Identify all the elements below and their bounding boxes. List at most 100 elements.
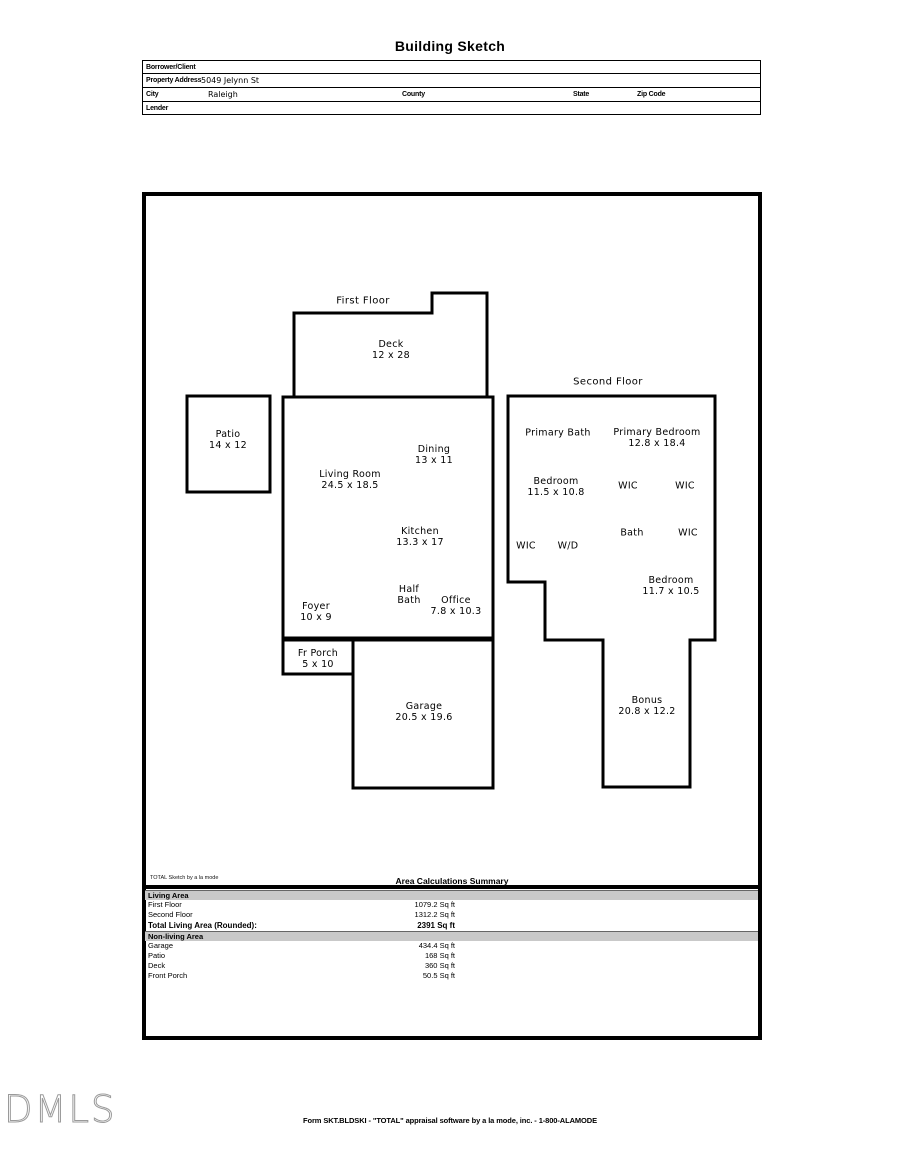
table-row-patio: Patio 168 Sq ft [145,951,758,961]
state-label: State [573,91,590,98]
room-dims: 20.5 x 19.6 [395,712,453,723]
lender-label: Lender [146,105,169,112]
room-name-line2: Bath [397,595,421,606]
table-row-deck: Deck 360 Sq ft [145,961,758,971]
room-label-bonus: Bonus 20.8 x 12.2 [618,695,675,717]
room-name: Living Room [319,469,381,480]
room-name: Half [398,584,420,595]
room-dims: 5 x 10 [302,659,334,670]
row-value: 1312.2 Sq ft [414,910,455,919]
row-label: Front Porch [148,971,188,980]
area-calculations-title: Area Calculations Summary [395,876,509,886]
room-name: WIC [516,540,536,552]
room-name: Bath [620,527,644,539]
table-row-front-porch: Front Porch 50.5 Sq ft [145,971,758,981]
row-label: First Floor [148,900,182,909]
room-dims: 13.3 x 17 [396,537,444,548]
second-floor-section-label: Second Floor [573,376,643,388]
borrower-label: Borrower/Client [146,64,196,71]
room-name: Kitchen [401,526,439,537]
room-name: Fr Porch [297,648,339,659]
room-label-office: Office 7.8 x 10.3 [431,595,482,617]
row-value: 2391 Sq ft [417,921,455,930]
table-row-second-floor: Second Floor 1312.2 Sq ft [145,910,758,920]
room-name: Foyer [302,601,330,612]
room-name: Office [441,595,471,606]
room-name: W/D [557,540,579,552]
room-label-foyer: Foyer 10 x 9 [300,601,332,623]
room-dims: 12 x 28 [372,350,410,361]
room-name: Bedroom [533,476,579,487]
room-dims: 12.8 x 18.4 [628,438,686,449]
row-value: 50.5 Sq ft [422,971,455,980]
room-name: Dining [417,444,451,455]
city-value: Raleigh [208,90,238,99]
room-dims: 24.5 x 18.5 [321,480,379,491]
room-label-wic-1: WIC [618,481,638,492]
county-label: County [402,91,425,98]
form-row-borrower: Borrower/Client [143,61,760,74]
property-address-label: Property Address [146,77,202,84]
room-dims: 13 x 11 [415,455,453,466]
room-name: Primary Bath [525,427,591,439]
room-name: WIC [618,480,638,492]
room-label-wic-4: WIC [516,541,536,552]
room-label-wic-3: WIC [678,528,698,539]
room-name: Deck [378,339,404,350]
row-value: 360 Sq ft [424,961,455,970]
city-label: City [146,91,159,98]
room-name: Bedroom [648,575,694,586]
room-name: WIC [678,527,698,539]
area-calculations-table: Living Area First Floor 1079.2 Sq ft Sec… [145,890,758,981]
row-value: 1079.2 Sq ft [414,900,455,909]
room-name: WIC [675,480,695,492]
form-row-lender: Lender [143,102,760,114]
room-dims: 20.8 x 12.2 [618,706,676,717]
room-label-dining: Dining 13 x 11 [415,444,453,466]
form-row-address: Property Address 5049 Jelynn St [143,74,760,88]
row-value: 434.4 Sq ft [418,941,455,950]
table-row-total-living-area: Total Living Area (Rounded): 2391 Sq ft [145,920,758,931]
room-dims: 10 x 9 [300,612,332,623]
form-footer-text: Form SKT.BLDSKI - "TOTAL" appraisal soft… [303,1116,597,1125]
room-dims: 11.5 x 10.8 [527,487,585,498]
room-label-living-room: Living Room 24.5 x 18.5 [319,469,381,491]
room-name: Patio [215,429,241,440]
room-name: Garage [405,701,443,712]
zip-code-label: Zip Code [637,91,666,98]
room-name: Bonus [631,695,663,706]
room-label-bedroom-2: Bedroom 11.7 x 10.5 [642,575,699,597]
room-label-deck: Deck 12 x 28 [372,339,410,361]
row-label: Patio [148,951,166,960]
row-label: Garage [148,941,174,950]
room-label-bath: Bath [620,528,643,539]
sketch-software-note: TOTAL Sketch by a la mode [150,875,219,881]
room-label-fr-porch: Fr Porch 5 x 10 [298,648,338,670]
nonliving-area-header: Non-living Area [145,931,758,941]
table-row-garage: Garage 434.4 Sq ft [145,941,758,951]
room-label-primary-bedroom: Primary Bedroom 12.8 x 18.4 [613,427,700,449]
room-label-wic-2: WIC [675,481,695,492]
room-dims: 11.7 x 10.5 [642,586,700,597]
room-label-bedroom-1: Bedroom 11.5 x 10.8 [527,476,584,498]
form-row-city: City Raleigh County State Zip Code [143,88,760,102]
property-address-value: 5049 Jelynn St [201,76,260,85]
room-label-wd: W/D [558,541,579,552]
room-name: Primary Bedroom [613,427,701,438]
dmls-watermark: DMLS [4,1088,117,1132]
first-floor-section-label: First Floor [336,295,390,307]
row-label: Second Floor [148,910,193,919]
room-label-primary-bath: Primary Bath [525,428,590,439]
table-row-first-floor: First Floor 1079.2 Sq ft [145,900,758,910]
room-label-patio: Patio 14 x 12 [209,429,247,451]
row-label: Total Living Area (Rounded): [148,921,257,930]
room-label-garage: Garage 20.5 x 19.6 [395,701,452,723]
summary-divider [145,885,759,889]
room-label-half-bath: Half Bath [397,584,420,606]
room-dims: 7.8 x 10.3 [430,606,482,617]
page-title: Building Sketch [394,38,506,54]
row-value: 168 Sq ft [424,951,455,960]
property-info-form: Borrower/Client Property Address 5049 Je… [142,60,761,115]
living-area-header: Living Area [145,890,758,900]
